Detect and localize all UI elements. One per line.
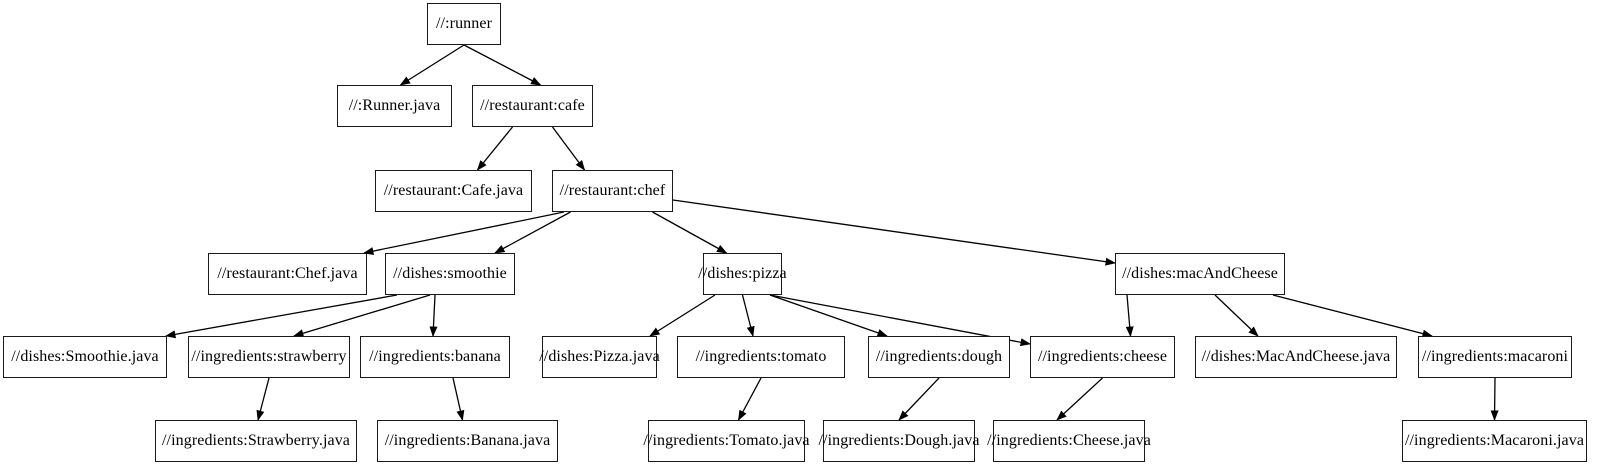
graph-node-pizza-java: //dishes:Pizza.java (539, 336, 660, 378)
graph-node-dough: //ingredients:dough (868, 336, 1010, 378)
graph-node-smoothie: //dishes:smoothie (385, 253, 515, 295)
graph-node-macaroni: //ingredients:macaroni (1418, 336, 1572, 378)
graph-node-banana: //ingredients:banana (360, 336, 510, 378)
graph-node-banana-java: //ingredients:Banana.java (377, 420, 558, 462)
graph-edge-smoothie-to-banana (429, 294, 438, 337)
graph-edge-pizza-to-tomato (741, 294, 755, 337)
graph-edge-macandcheese-to-cheese (1125, 294, 1134, 337)
graph-edge-cafe-to-cafe-java (476, 126, 514, 171)
graph-edge-pizza-to-dough (769, 294, 888, 337)
graph-edge-chef-to-chef-java (363, 211, 565, 256)
graph-node-runner-java: //:Runner.java (337, 85, 452, 127)
graph-node-chef: //restaurant:chef (552, 170, 673, 212)
graph-edge-dough-to-dough-java (898, 377, 940, 421)
graph-node-cheese: //ingredients:cheese (1030, 336, 1175, 378)
graph-node-strawberry: //ingredients:strawberry (188, 336, 350, 378)
graph-edge-cheese-to-cheese-java (1056, 377, 1103, 421)
graph-node-macandcheese: //dishes:macAndCheese (1115, 253, 1285, 295)
graph-edge-tomato-to-tomato-java (737, 377, 762, 421)
graph-node-macaroni-java: //ingredients:Macaroni.java (1402, 420, 1587, 462)
graph-node-strawberry-java: //ingredients:Strawberry.java (155, 420, 357, 462)
graph-edge-runner-to-runner-java (399, 44, 465, 86)
graph-edge-macandcheese-to-macandcheese-java (1214, 294, 1259, 337)
graph-node-dough-java: //ingredients:Dough.java (818, 420, 979, 462)
graph-node-cafe-java: //restaurant:Cafe.java (375, 170, 532, 212)
graph-node-runner: //:runner (427, 3, 501, 45)
graph-node-cafe: //restaurant:cafe (472, 85, 593, 127)
graph-edge-cafe-to-chef (551, 126, 586, 171)
graph-node-tomato: //ingredients:tomato (677, 336, 845, 378)
graph-edge-runner-to-cafe (463, 44, 542, 86)
graph-node-cheese-java: //ingredients:Cheese.java (987, 420, 1151, 462)
graph-edge-banana-to-banana-java (452, 377, 465, 421)
graph-edge-pizza-to-cheese (769, 294, 1031, 347)
graph-edge-chef-to-pizza (652, 211, 728, 254)
graph-edge-smoothie-to-strawberry (293, 294, 431, 338)
graph-edge-smoothie-to-smoothie-java (165, 294, 398, 339)
graph-node-macandcheese-java: //dishes:MacAndCheese.java (1195, 336, 1397, 378)
graph-edge-chef-to-macandcheese (672, 199, 1116, 266)
graph-edge-macaroni-to-macaroni-java (1490, 377, 1499, 421)
graph-edge-pizza-to-pizza-java (649, 294, 716, 337)
graph-edge-chef-to-smoothie (494, 211, 571, 254)
graph-node-chef-java: //restaurant:Chef.java (208, 253, 367, 295)
graph-edge-strawberry-to-strawberry-java (256, 377, 270, 421)
graph-edge-macandcheese-to-macaroni (1272, 294, 1433, 338)
graph-node-tomato-java: //ingredients:Tomato.java (643, 420, 810, 462)
graph-node-smoothie-java: //dishes:Smoothie.java (3, 336, 167, 378)
graph-node-pizza: //dishes:pizza (698, 253, 787, 295)
graph-edges (165, 44, 1499, 421)
